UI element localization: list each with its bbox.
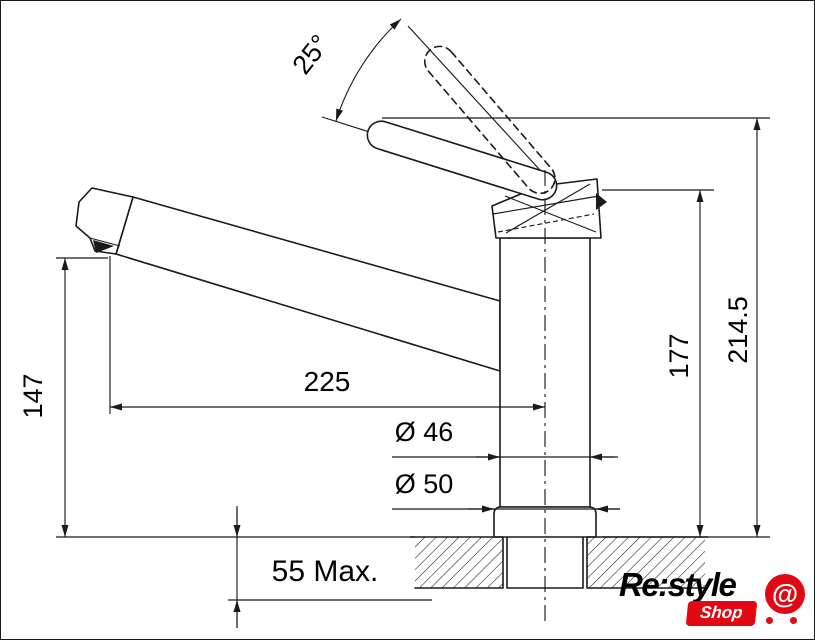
- brand-logo: Re:style @ Shop: [619, 566, 807, 630]
- dimension-max-counter-thickness: 55 Max.: [228, 506, 432, 628]
- head-indicator-mark: [596, 193, 607, 210]
- spout-height-label: 147: [18, 373, 48, 418]
- total-height-label: 214.5: [723, 296, 753, 364]
- height-177-label: 177: [664, 333, 694, 378]
- dimension-spout-reach: 225: [109, 256, 545, 414]
- dimension-body-diameter: Ø 46: [392, 417, 618, 461]
- max-counter-thickness-label: 55 Max.: [272, 555, 379, 588]
- cart-wheel-icon: [790, 617, 797, 624]
- lever-angle-label: 25°: [287, 29, 336, 80]
- body-diameter-label: Ø 46: [395, 417, 454, 447]
- faucet-spout: [75, 187, 501, 372]
- dimension-base-diameter: Ø 50: [392, 469, 620, 513]
- base-diameter-label: Ø 50: [395, 469, 454, 499]
- cart-wheel-icon: [766, 617, 773, 624]
- logo-shop-badge: Shop: [685, 601, 757, 626]
- faucet-lever-rotated: [423, 45, 556, 195]
- aerator-mark: [93, 240, 114, 253]
- counter-left: [415, 537, 503, 588]
- dimension-lever-angle: 25°: [287, 18, 402, 122]
- dimension-total-height: 214.5: [382, 117, 770, 537]
- counter-right: [587, 537, 705, 588]
- dimension-height-to-spout-top: 177: [602, 189, 770, 538]
- logo-brand-text: Re:style: [619, 566, 737, 603]
- spout-reach-label: 225: [304, 366, 351, 397]
- mounting-surface: [409, 536, 709, 589]
- logo-cart-icon: @: [765, 574, 805, 614]
- faucet-head: [491, 178, 607, 239]
- faucet-lever: [366, 120, 558, 201]
- dimension-spout-height: 147: [18, 257, 415, 538]
